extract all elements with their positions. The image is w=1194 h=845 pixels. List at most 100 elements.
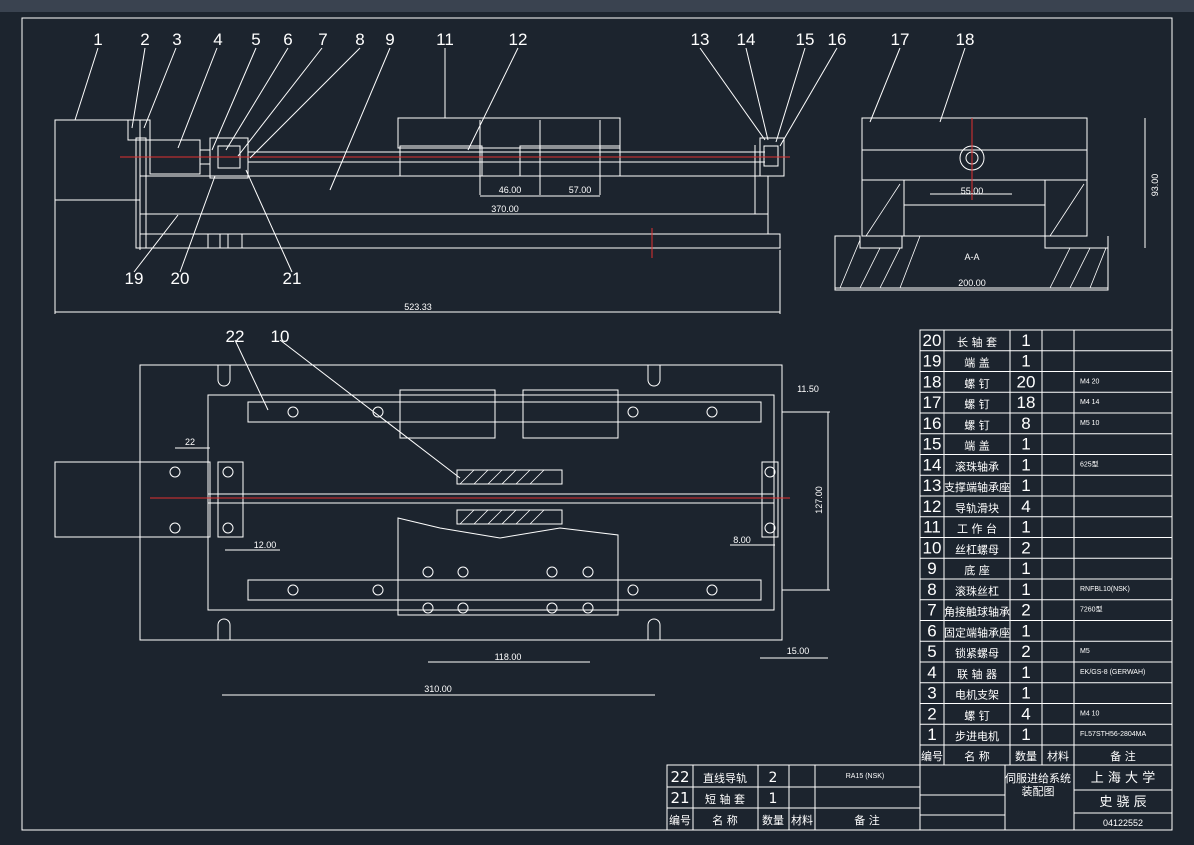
dim-310: 310.00	[424, 684, 452, 694]
bom-cell-qty: 2	[1021, 642, 1030, 661]
bom-cell-name: 固定端轴承座	[944, 625, 1010, 639]
bom-cell-name: 螺 钉	[964, 709, 990, 722]
bom-cell-note: RNFBL10(NSK)	[1080, 586, 1130, 593]
dim-22: 22	[185, 437, 195, 447]
bom-cell-name: 滚珠轴承	[955, 459, 999, 473]
bom2-name-22: 直线导轨	[703, 771, 747, 785]
bom-cell-no: 6	[927, 621, 936, 640]
bom-cell-no: 2	[927, 704, 936, 723]
bom-cell-no: 16	[923, 414, 942, 433]
balloon-9: 9	[385, 30, 394, 49]
bom-cell-no: 12	[923, 497, 942, 516]
balloon-2: 2	[140, 30, 149, 49]
balloon-14: 14	[737, 30, 756, 49]
bom-cell-qty: 8	[1021, 414, 1030, 433]
balloon-15: 15	[796, 30, 815, 49]
balloon-labels: 1 2 3 4 5 6 7 8 9 11 12 13 14 15 16 17 1…	[93, 30, 974, 346]
balloon-5: 5	[251, 30, 260, 49]
bom2-header-name: 名 称	[712, 813, 738, 827]
drawing-title-1: 伺服进给系统	[1005, 772, 1071, 785]
bom-cell-qty: 1	[1021, 518, 1030, 537]
bom2-no-21: 21	[670, 789, 689, 807]
balloon-1: 1	[93, 30, 102, 49]
bom-cell-no: 11	[923, 518, 941, 537]
bom2-name-21: 短 轴 套	[705, 792, 745, 806]
balloon-18: 18	[956, 30, 975, 49]
bom-cell-qty: 1	[1021, 476, 1030, 495]
bom-cell-qty: 2	[1021, 538, 1030, 557]
bom-header-note: 备 注	[1110, 749, 1136, 763]
rail-top	[248, 402, 761, 422]
hole	[288, 407, 298, 417]
top-view	[55, 365, 830, 695]
bom-cell-name: 导轨滑块	[955, 501, 999, 515]
bom-cell-no: 13	[923, 476, 942, 495]
bom-header-mat: 材料	[1047, 749, 1069, 763]
bom-cell-name: 端 盖	[964, 439, 990, 453]
base-upper	[140, 176, 768, 214]
bom-cell-qty: 4	[1021, 497, 1030, 516]
bom2-header-qty: 数量	[762, 814, 784, 827]
balloon-17: 17	[891, 30, 910, 49]
bom-cell-name: 滚珠丝杠	[955, 584, 999, 598]
bom-cell-name: 工 作 台	[957, 522, 997, 536]
dim-127: 127.00	[814, 486, 824, 514]
bom-cell-qty: 1	[1021, 352, 1030, 371]
bom-cell-no: 8	[927, 580, 936, 599]
title-block: 伺服进给系统 装配图 上 海 大 学 史 骁 辰 04122552	[1005, 770, 1155, 828]
bom-cell-name: 支撑端轴承座	[944, 480, 1010, 494]
bom2-note-22: RA15 (NSK)	[846, 773, 885, 780]
bom-cell-no: 20	[923, 331, 942, 350]
school-name: 上 海 大 学	[1091, 770, 1155, 786]
bom-cell-qty: 1	[1021, 684, 1030, 703]
dim-12: 12.00	[254, 540, 277, 550]
drawing-title-2: 装配图	[1022, 785, 1055, 798]
bom-header-qty: 数量	[1015, 750, 1037, 763]
bom-cell-name: 螺 钉	[964, 377, 990, 390]
bom-header-no: 编号	[921, 749, 943, 763]
section-view	[835, 118, 1145, 290]
balloon-16: 16	[828, 30, 847, 49]
balloon-4: 4	[213, 30, 222, 49]
bom2-qty-21: 1	[769, 791, 778, 807]
bom-cell-name: 步进电机	[955, 729, 999, 743]
hatching	[460, 184, 1106, 524]
bom-cell-qty: 18	[1017, 393, 1036, 412]
section-label: A-A	[964, 252, 979, 262]
author-name: 史 骁 辰	[1099, 795, 1146, 810]
bom-header-name: 名 称	[964, 749, 990, 763]
dim-57: 57.00	[569, 185, 592, 195]
bom-cell-no: 5	[927, 642, 936, 661]
bom-cell-qty: 1	[1021, 455, 1030, 474]
front-view	[55, 118, 784, 314]
base-lower	[140, 234, 780, 248]
bom-cell-no: 9	[927, 559, 936, 578]
bom-cell-name: 电机支架	[955, 688, 999, 702]
bom-cell-name: 长 轴 套	[957, 335, 997, 349]
bom-cell-no: 18	[923, 372, 942, 391]
bom-cell-no: 1	[927, 725, 936, 744]
bom-cell-note: EK/GS-8 (GERWAH)	[1080, 669, 1145, 676]
balloon-10: 10	[271, 327, 290, 346]
bom2-header-no: 编号	[669, 813, 691, 827]
bom-cell-qty: 1	[1021, 331, 1030, 350]
worktable	[398, 118, 620, 148]
motor-bracket	[128, 120, 150, 140]
balloon-13: 13	[691, 30, 710, 49]
dim-370: 370.00	[491, 204, 519, 214]
balloon-20: 20	[171, 269, 190, 288]
fixed-bearing-seat	[210, 138, 248, 178]
bom-cell-qty: 1	[1021, 435, 1030, 454]
dim-8: 8.00	[733, 535, 751, 545]
bom-cell-name: 底 座	[964, 563, 990, 577]
bom-cell-no: 10	[923, 538, 942, 557]
bom-cell-note: FL57STH56-2804MA	[1080, 731, 1146, 738]
balloon-3: 3	[172, 30, 181, 49]
bom-lower: 22 直线导轨 2 RA15 (NSK) 21 短 轴 套 1 编号 名 称 数…	[669, 768, 884, 827]
bom-cell-note: M4 14	[1080, 399, 1100, 406]
drawing-number: 04122552	[1103, 818, 1143, 828]
rail-bottom	[248, 580, 761, 600]
bom2-qty-22: 2	[769, 770, 778, 786]
bom-cell-name: 锁紧螺母	[955, 646, 999, 660]
